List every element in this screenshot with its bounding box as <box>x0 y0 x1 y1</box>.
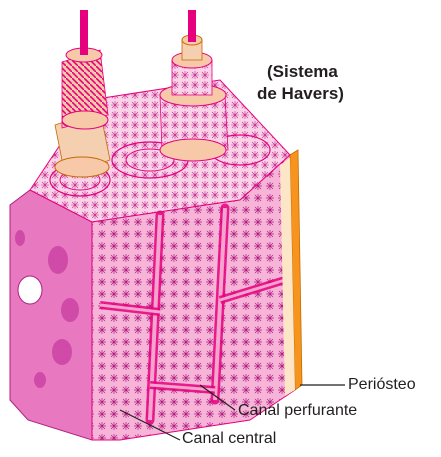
label-periosteo: Periósteo <box>348 376 416 394</box>
label-canal-perfurante: Canal perfurante <box>238 402 357 420</box>
title-line-2: de Havers) <box>257 84 344 104</box>
title-line-1: (Sistema <box>267 62 338 82</box>
label-canal-central: Canal central <box>182 430 276 448</box>
spongy-bone-slab <box>10 190 92 440</box>
osteon-twisted <box>55 10 110 177</box>
